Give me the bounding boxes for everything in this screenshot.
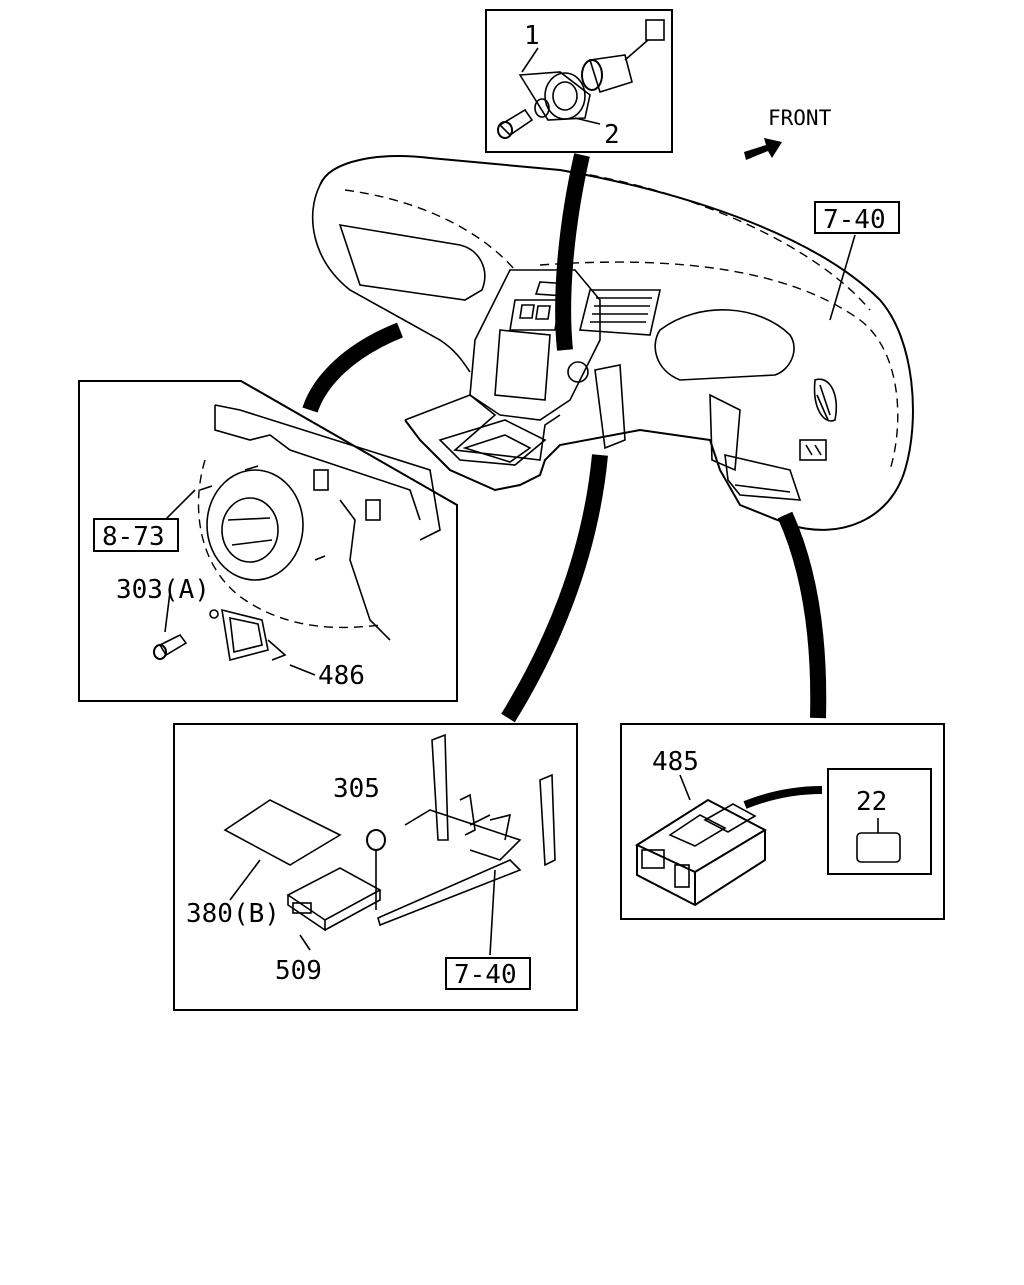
part-22-box [827,768,932,875]
leader-bottom [501,454,608,723]
dashboard-ref-box [814,201,900,234]
leader-right [777,511,827,719]
bottom-ref-box [445,957,531,990]
leader-left [302,322,404,413]
left-ref-box [93,518,179,552]
bottom-panel-illustration [223,733,556,956]
callout-1: 1 [524,21,540,51]
left-panel-illustration [153,404,441,676]
callout-509: 509 [275,956,322,986]
left-ref-label: 8-73 [102,522,165,552]
callout-305: 305 [333,774,380,804]
front-arrow-icon [744,138,782,160]
front-label: FRONT [768,106,832,130]
relay-illustration [634,774,768,907]
leader-top [555,153,590,351]
callout-22: 22 [856,787,887,817]
callout-485: 485 [652,747,699,777]
bottom-ref-label: 7-40 [454,960,517,990]
callout-380b: 380(B) [186,899,280,929]
callout-2: 2 [604,120,620,150]
dashboard-ref-label: 7-40 [823,205,886,235]
callout-486: 486 [318,661,365,691]
relay-arrow [743,786,823,809]
switch-detail-panel [485,9,673,153]
switch-parts-illustration [497,19,665,139]
callout-303a: 303(A) [116,575,210,605]
